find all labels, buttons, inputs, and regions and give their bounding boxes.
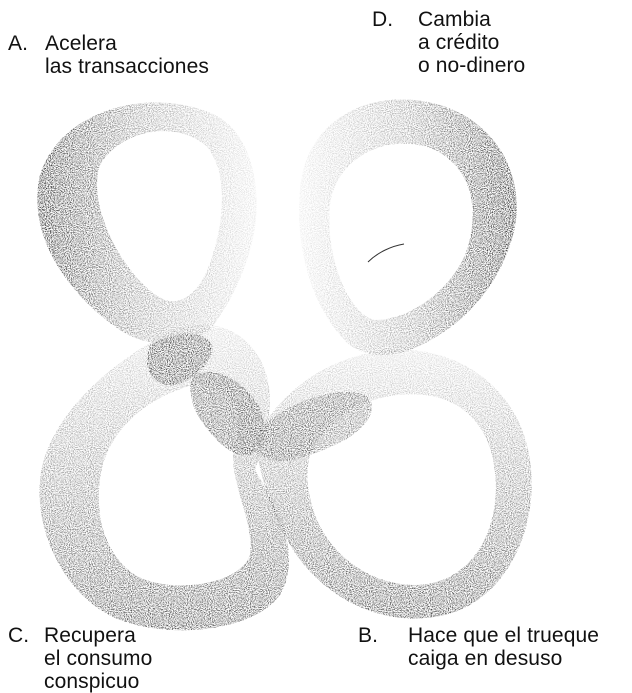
label-c-line-1: Recupera (44, 624, 136, 647)
label-c-line-3: conspicuo (44, 670, 140, 693)
label-b-letter: B. (358, 624, 379, 647)
label-d-letter: D. (372, 8, 394, 31)
label-a-line-1: Acelera (45, 32, 117, 55)
label-d-line-1: Cambia (418, 8, 491, 31)
label-d-line-2: a crédito (418, 31, 500, 54)
label-c-letter: C. (8, 624, 30, 647)
label-a-letter: A. (8, 32, 29, 55)
label-b-line-1: Hace que el trueque (408, 624, 600, 647)
label-c-line-2: el consumo (44, 647, 153, 670)
label-a-line-2: las transacciones (45, 55, 209, 78)
label-d-line-3: o no-dinero (418, 54, 526, 77)
label-b-line-2: caiga en desuso (408, 647, 563, 670)
